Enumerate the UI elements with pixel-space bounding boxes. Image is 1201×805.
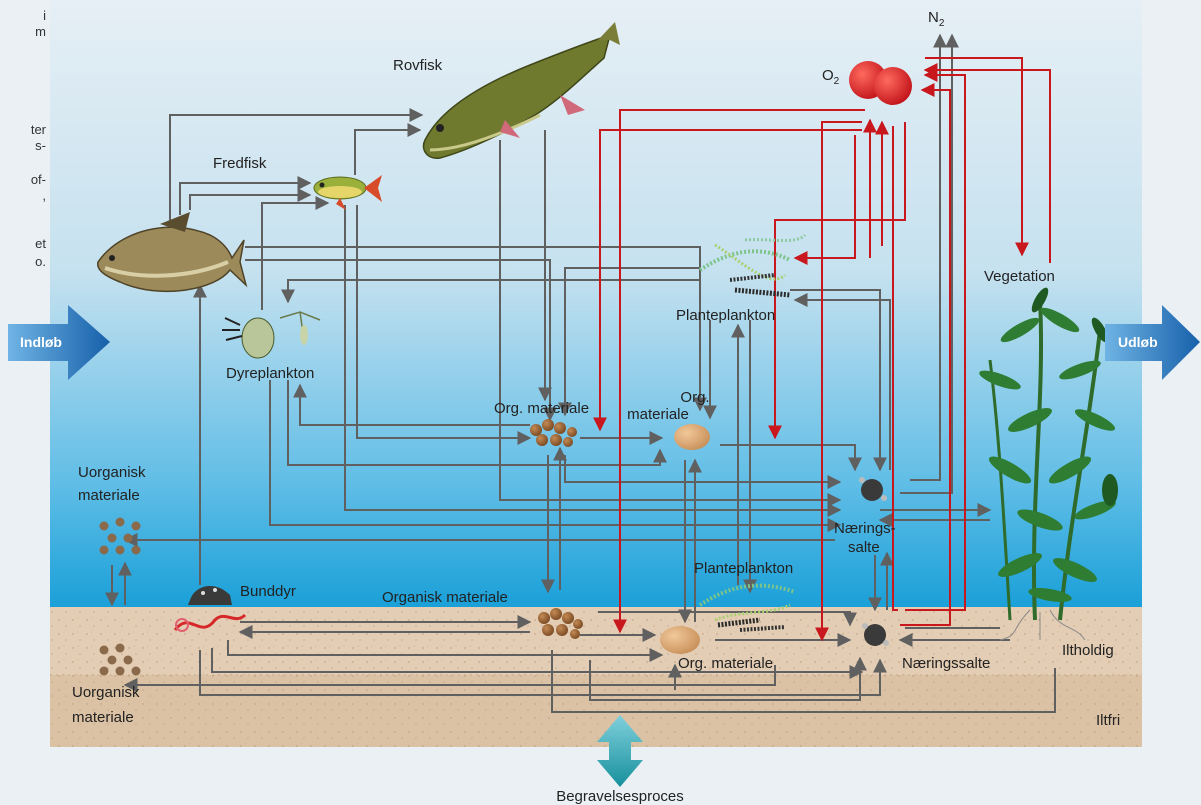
rovfisk-label: Rovfisk: [393, 57, 443, 74]
begravelse-label: Begravelsesproces: [556, 788, 684, 805]
org-materiale-label: Org. materiale: [494, 400, 589, 417]
inlet-label: Indløb: [20, 334, 62, 350]
outlet-label: Udløb: [1118, 334, 1158, 350]
iltholdig-label: Iltholdig: [1062, 642, 1114, 659]
dyreplankton-label: Dyreplankton: [226, 365, 314, 382]
uorganisk-bottom-label-part1: Uorganisk: [72, 684, 140, 701]
uorganisk-top-label-part2: materiale: [78, 487, 140, 504]
water-column: [50, 0, 1142, 607]
organisk-materiale-label: Organisk materiale: [382, 589, 508, 606]
planteplankton-top-label: Planteplankton: [676, 307, 775, 324]
uorganisk-top-label-part1: Uorganisk: [78, 464, 146, 481]
materiale-label: materiale: [627, 406, 689, 423]
iltfri-label: Iltfri: [1096, 712, 1120, 729]
naeringssalte-bottom-label: Næringssalte: [902, 655, 990, 672]
naeringssalte-label-part1: Nærings-: [834, 520, 896, 537]
org-materiale-bottom-label: Org. materiale: [678, 655, 773, 672]
uorganisk-bottom-label-part2: materiale: [72, 709, 134, 726]
vegetation-label: Vegetation: [984, 268, 1055, 285]
naeringssalte-label-part2: salte: [848, 539, 880, 556]
sediment-organic-light-icon: [660, 626, 700, 654]
org-label: Org.: [680, 389, 709, 406]
planteplankton-bottom-label: Planteplankton: [694, 560, 793, 577]
organic-matter-light-icon: [674, 424, 710, 450]
fredfisk-label: Fredfisk: [213, 155, 267, 172]
bunddyr-label: Bunddyr: [240, 583, 296, 600]
